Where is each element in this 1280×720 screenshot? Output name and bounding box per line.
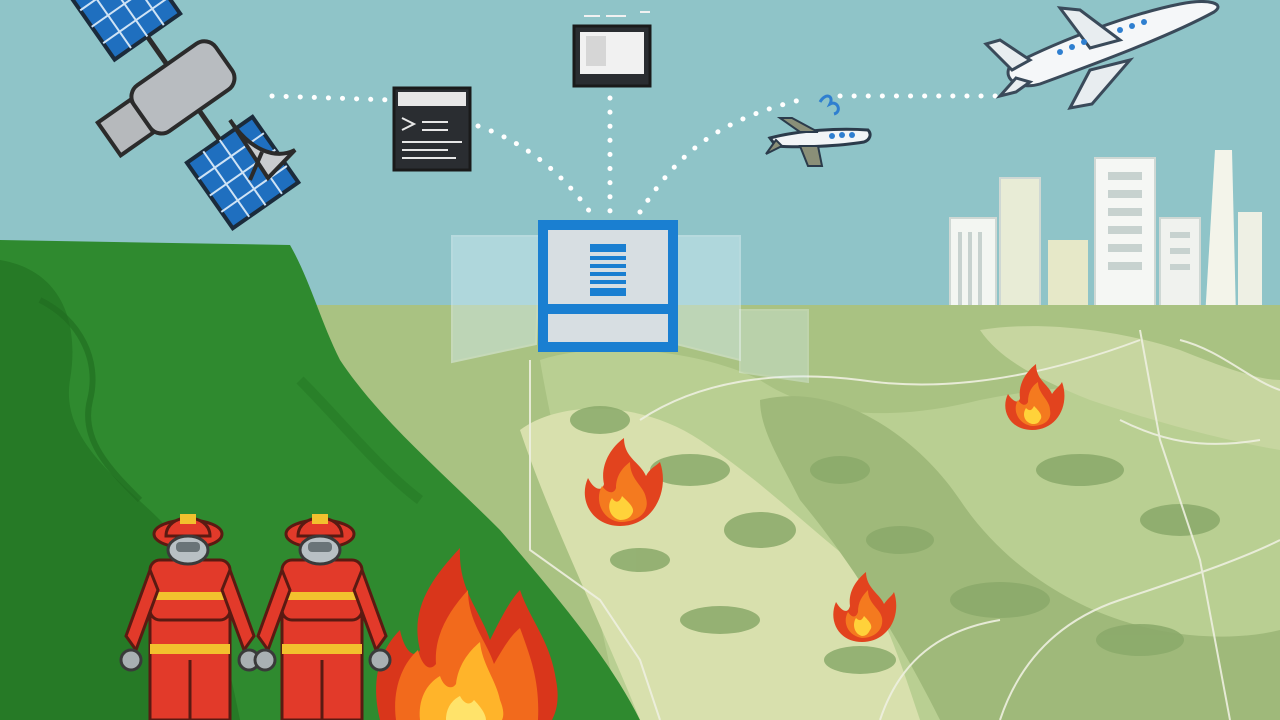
fire-icon [1005,364,1065,430]
firefighter-icon [253,514,392,720]
fire-icon [584,438,663,526]
satellite-icon [65,0,302,232]
fire-icon [376,548,558,720]
document-icon [392,86,472,172]
monitor-icon [572,11,652,88]
dashboard-icon [451,220,809,384]
small-jet-icon [765,94,872,167]
fire-icon [833,572,897,642]
data-connection-lines [269,93,1003,215]
airplane-icon [983,0,1220,111]
firefighter-icon [119,514,261,720]
